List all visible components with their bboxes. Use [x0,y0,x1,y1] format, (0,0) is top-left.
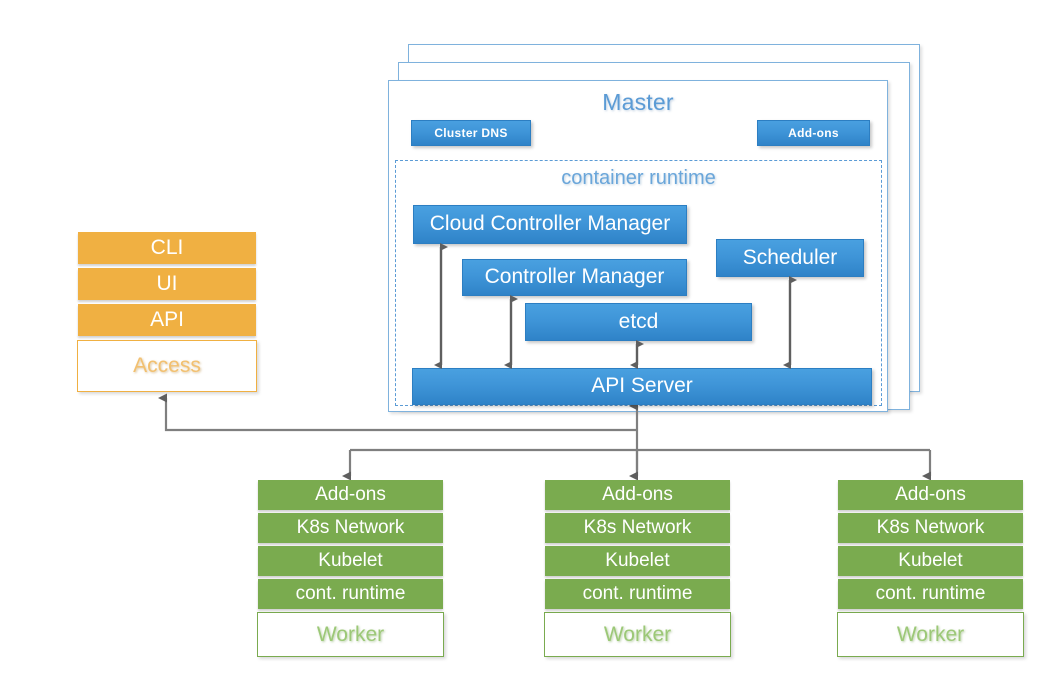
worker-1-bar-k8s-network[interactable]: K8s Network [258,513,443,543]
master-title: Master [602,89,674,115]
chip-cluster-dns[interactable]: Cluster DNS [411,120,531,146]
worker-3-bar-kubelet-label: Kubelet [898,550,963,571]
worker-1-bar-kubelet-label: Kubelet [318,550,383,571]
access-bar-ui-label: UI [156,272,178,295]
worker-3-caption-box: Worker [837,612,1024,657]
worker-3-caption-label: Worker [896,622,965,646]
chip-add-ons[interactable]: Add-ons [757,120,870,146]
worker-3-bar-k8s-network-label: K8s Network [876,517,985,538]
worker-2-bar-kubelet-label: Kubelet [605,550,670,571]
access-bar-cli-label: CLI [150,236,184,259]
access-bar-api[interactable]: API [78,304,256,336]
worker-3-bar-add-ons-label: Add-ons [895,484,966,505]
component-etcd[interactable]: etcd [525,303,752,341]
container-runtime-title: container runtime [561,167,716,189]
worker-2-bar-add-ons-label: Add-ons [602,484,673,505]
access-caption-box: Access [77,340,257,392]
access-bar-ui[interactable]: UI [78,268,256,300]
worker-1-caption-box: Worker [257,612,444,657]
worker-3-bar-kubelet[interactable]: Kubelet [838,546,1023,576]
container-runtime-region: container runtime [395,160,882,406]
component-scheduler[interactable]: Scheduler [716,239,864,277]
worker-1-bar-kubelet[interactable]: Kubelet [258,546,443,576]
worker-2-bar-cont-runtime-label: cont. runtime [582,583,693,604]
worker-3-bar-cont-runtime[interactable]: cont. runtime [838,579,1023,609]
access-bar-api-label: API [150,308,184,331]
worker-2-bar-kubelet[interactable]: Kubelet [545,546,730,576]
worker-1-bar-cont-runtime-label: cont. runtime [295,583,406,604]
component-api-server[interactable]: API Server [412,368,872,405]
worker-1-bar-add-ons[interactable]: Add-ons [258,480,443,510]
worker-1-bar-cont-runtime[interactable]: cont. runtime [258,579,443,609]
component-cloud-controller-manager-label: Cloud Controller Manager [429,212,671,236]
worker-3-bar-cont-runtime-label: cont. runtime [875,583,986,604]
component-cloud-controller-manager[interactable]: Cloud Controller Manager [413,205,687,244]
worker-1-bar-add-ons-label: Add-ons [315,484,386,505]
worker-3-bar-add-ons[interactable]: Add-ons [838,480,1023,510]
chip-cluster-dns-label: Cluster DNS [434,125,508,140]
component-controller-manager-label: Controller Manager [484,265,665,289]
component-scheduler-label: Scheduler [742,245,838,269]
worker-2-bar-k8s-network-label: K8s Network [583,517,692,538]
access-caption-label: Access [133,354,201,377]
worker-1-bar-k8s-network-label: K8s Network [296,517,405,538]
component-api-server-label: API Server [591,374,693,398]
component-etcd-label: etcd [618,309,659,333]
worker-2-bar-k8s-network[interactable]: K8s Network [545,513,730,543]
component-controller-manager[interactable]: Controller Manager [462,259,687,296]
worker-3-bar-k8s-network[interactable]: K8s Network [838,513,1023,543]
worker-2-bar-add-ons[interactable]: Add-ons [545,480,730,510]
worker-2-caption-box: Worker [544,612,731,657]
worker-1-caption-label: Worker [316,622,385,646]
worker-2-bar-cont-runtime[interactable]: cont. runtime [545,579,730,609]
chip-add-ons-label: Add-ons [788,125,839,140]
access-bar-cli[interactable]: CLI [78,232,256,264]
worker-2-caption-label: Worker [603,622,672,646]
